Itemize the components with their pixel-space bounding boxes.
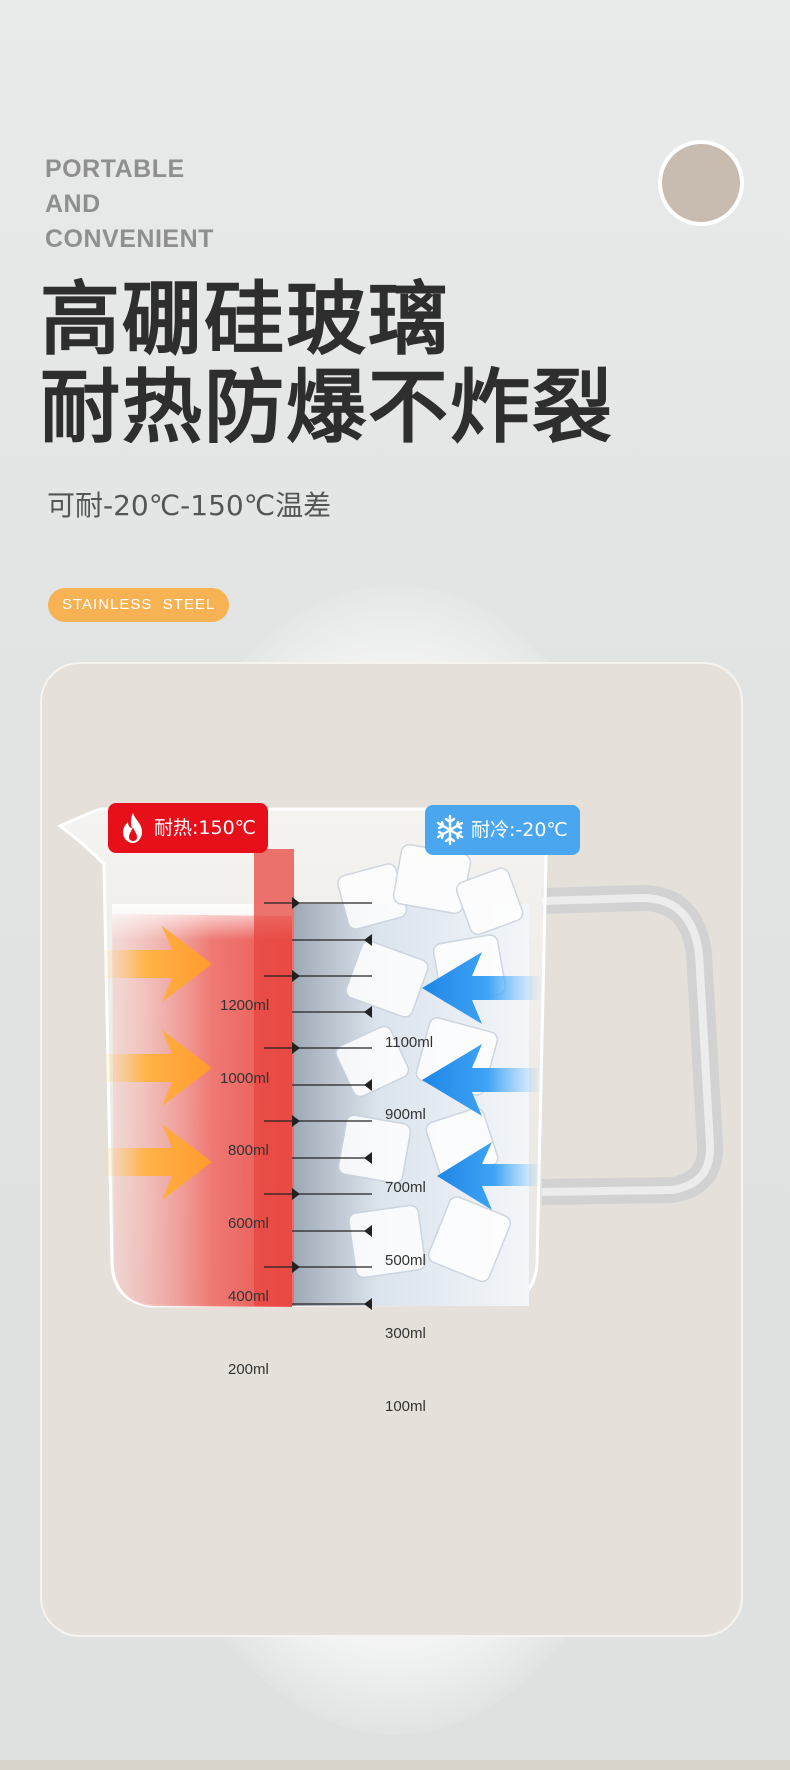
snowflake-icon — [433, 813, 467, 847]
cold-resistance-label: 耐冷:-20℃ — [471, 819, 568, 841]
hot-divider-strip — [254, 849, 294, 1306]
scale-label-1200: 1200ml — [220, 997, 270, 1014]
heat-arrows — [102, 926, 212, 1200]
scale-label-600: 600ml — [228, 1215, 269, 1232]
stainless-steel-tag: STAINLESS STEEL — [48, 588, 230, 622]
heat-resistance-badge: 耐热:150℃ — [108, 803, 269, 853]
measuring-cup-illustration — [57, 807, 724, 1310]
cold-resistance-badge: 耐冷:-20℃ — [425, 805, 580, 855]
scale-markers — [292, 897, 372, 1310]
scale-label-800: 800ml — [228, 1142, 269, 1159]
scale-label-700: 700ml — [385, 1179, 426, 1196]
scale-label-1100: 1100ml — [385, 1034, 434, 1051]
scale-label-900: 900ml — [385, 1106, 426, 1123]
headline-line-2: 耐热防爆不炸裂 — [40, 361, 614, 454]
scale-label-500: 500ml — [385, 1252, 426, 1269]
scale-label-1000: 1000ml — [220, 1070, 270, 1087]
temperature-subtitle: 可耐-20℃-150℃温差 — [47, 489, 332, 522]
footer-stripe — [0, 1760, 790, 1770]
scale-label-400: 400ml — [228, 1288, 269, 1305]
heat-resistance-label: 耐热:150℃ — [154, 817, 257, 839]
scale-label-300: 300ml — [385, 1325, 426, 1342]
scale-ticks — [264, 902, 372, 1305]
scale-label-200: 200ml — [228, 1361, 269, 1378]
english-tagline-2: AND — [45, 190, 101, 218]
ice-cubes — [335, 843, 524, 1283]
english-tagline-3: CONVENIENT — [45, 225, 214, 253]
decorative-dot — [658, 140, 744, 226]
flame-icon — [116, 811, 150, 845]
headline-line-1: 高硼硅玻璃 — [40, 273, 450, 366]
cup-handle — [541, 885, 724, 1205]
scale-label-100: 100ml — [385, 1398, 426, 1415]
english-tagline-1: PORTABLE — [45, 155, 185, 183]
cold-arrows — [422, 952, 542, 1210]
